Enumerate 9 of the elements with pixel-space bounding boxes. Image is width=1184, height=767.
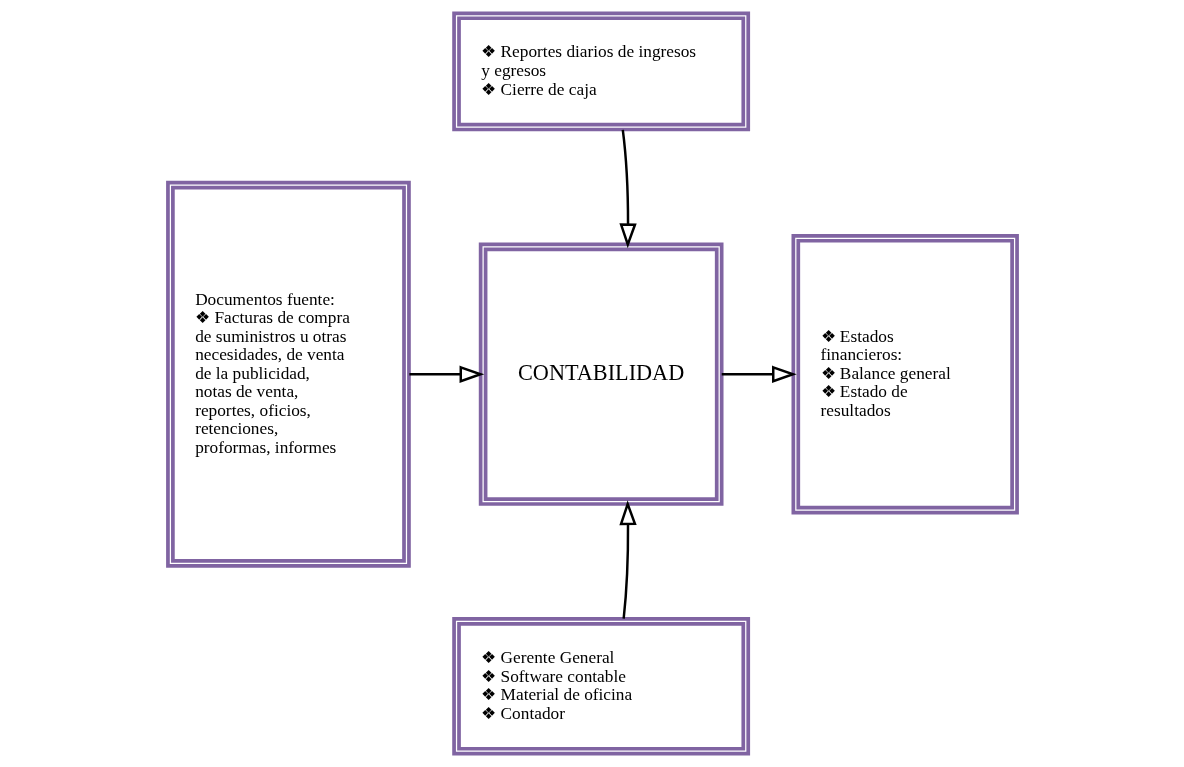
- node-box: ❖ Estados financieros: ❖ Balance general ❖ Estado de resultados: [791, 233, 1019, 515]
- node-box: Documentos fuente: ❖ Facturas de compra de suministros u otras necesidades, de venta de la publicidad, notas de venta, reportes, oficios, retenciones, proformas, informes: [165, 180, 411, 568]
- node-box: CONTABILIDAD: [478, 242, 723, 506]
- node-box: ❖ Reportes diarios de ingresos y egresos ❖ Cierre de caja: [451, 11, 750, 132]
- arrow: [721, 365, 797, 383]
- arrow: [408, 365, 484, 383]
- node-box: ❖ Gerente General ❖ Software contable ❖ Material de oficina ❖ Contador: [451, 617, 750, 756]
- arrow: [618, 129, 637, 249]
- arrow: [618, 500, 637, 619]
